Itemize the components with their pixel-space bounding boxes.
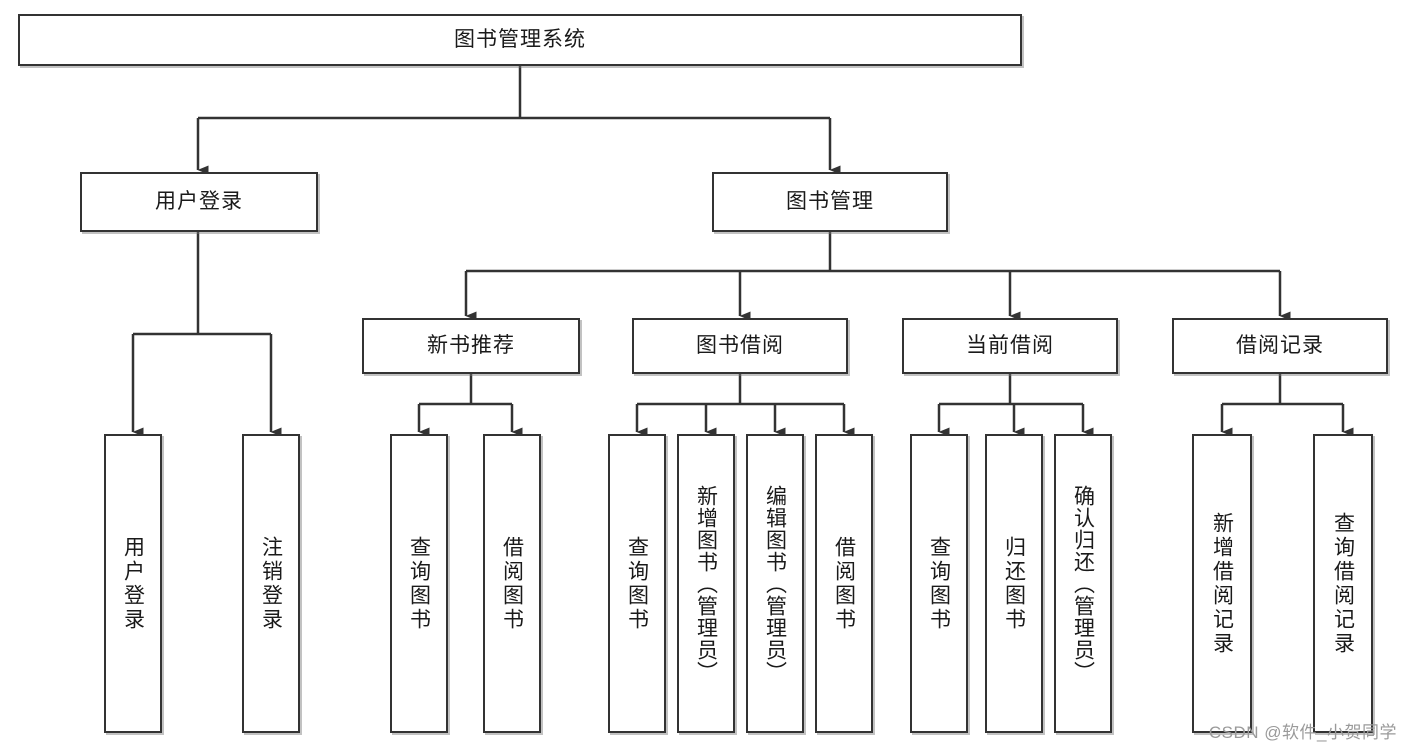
leaf-node-leaf-add-book[interactable]: 新增图书（管理员） [677,434,735,733]
leaf-node-leaf-add-record[interactable]: 新增借阅记录 [1192,434,1252,733]
node-label: 借阅图书 [832,535,856,632]
node-label: 新增图书（管理员） [694,484,718,683]
node-label: 用户登录 [155,190,243,214]
level2-node-book-manage[interactable]: 图书管理 [712,172,948,232]
node-label: 查询图书 [625,535,649,632]
connector-lines [131,66,1354,437]
node-label: 图书管理 [786,190,874,214]
leaf-node-leaf-edit-book[interactable]: 编辑图书（管理员） [746,434,804,733]
node-label: 归还图书 [1002,535,1026,632]
level3-node-new-book-rec[interactable]: 新书推荐 [362,318,580,374]
watermark-text: CSDN @软件_小贺同学 [1208,723,1397,742]
level2-node-user-login[interactable]: 用户登录 [80,172,318,232]
leaf-node-leaf-query-book-cur[interactable]: 查询图书 [910,434,968,733]
level3-node-book-borrow[interactable]: 图书借阅 [632,318,848,374]
node-label: 编辑图书（管理员） [763,484,787,683]
leaf-node-leaf-return-book[interactable]: 归还图书 [985,434,1043,733]
node-label: 注销登录 [259,535,283,632]
level3-node-borrow-record[interactable]: 借阅记录 [1172,318,1388,374]
node-label: 查询图书 [407,535,431,632]
node-label: 借阅记录 [1236,334,1324,358]
leaf-node-leaf-logout[interactable]: 注销登录 [242,434,300,733]
leaf-node-leaf-borrow-book-rec[interactable]: 借阅图书 [483,434,541,733]
node-label: 借阅图书 [500,535,524,632]
node-label: 查询图书 [927,535,951,632]
leaf-node-leaf-query-record[interactable]: 查询借阅记录 [1313,434,1373,733]
leaf-node-leaf-query-book-rec[interactable]: 查询图书 [390,434,448,733]
node-label: 用户登录 [121,535,145,632]
node-label: 图书借阅 [696,334,784,358]
node-label: 确认归还（管理员） [1071,484,1095,683]
node-label: 当前借阅 [966,334,1054,358]
node-label: 图书管理系统 [454,28,586,52]
node-label: 新书推荐 [427,334,515,358]
leaf-node-leaf-borrow-book[interactable]: 借阅图书 [815,434,873,733]
leaf-node-leaf-query-book-borrow[interactable]: 查询图书 [608,434,666,733]
leaf-node-leaf-user-login[interactable]: 用户登录 [104,434,162,733]
root-node-root[interactable]: 图书管理系统 [18,14,1022,66]
level3-node-current-borrow[interactable]: 当前借阅 [902,318,1118,374]
node-label: 新增借阅记录 [1210,511,1234,656]
node-label: 查询借阅记录 [1331,511,1355,656]
leaf-node-leaf-confirm-return[interactable]: 确认归还（管理员） [1054,434,1112,733]
